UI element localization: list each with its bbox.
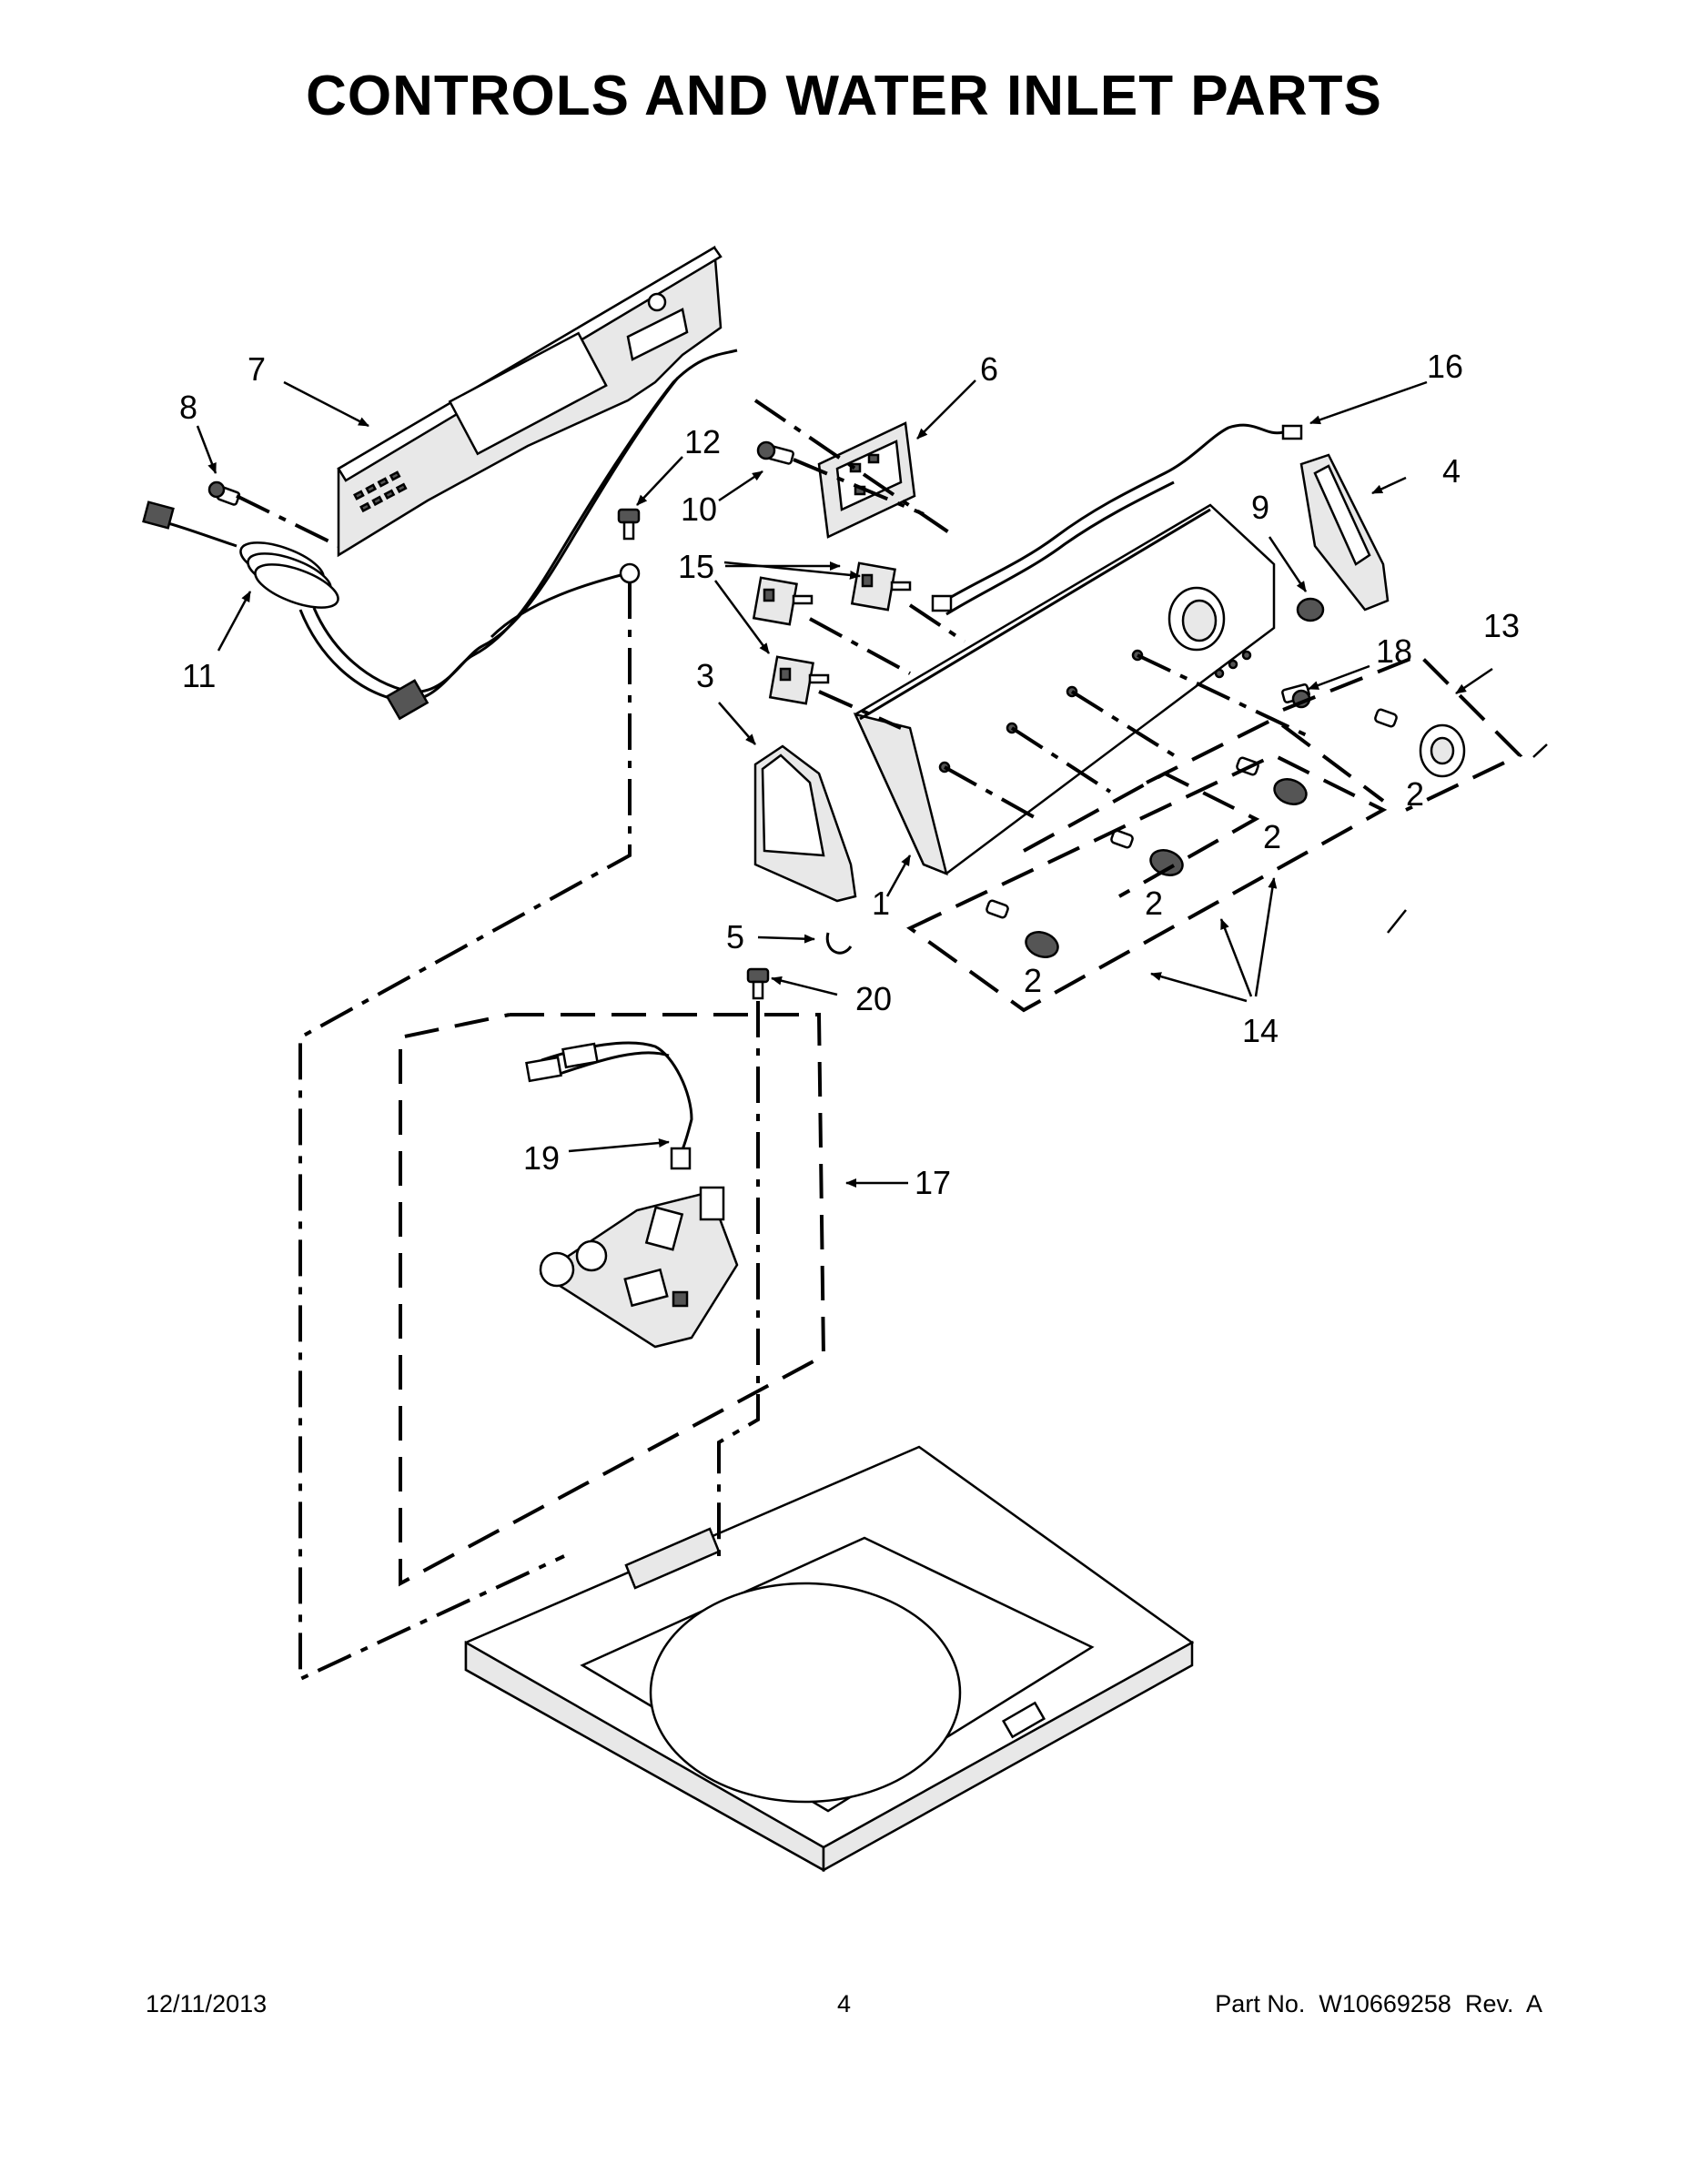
centerline-paths xyxy=(236,399,1311,1683)
water-valve-harness-19 xyxy=(525,1041,693,1170)
rear-console-panel xyxy=(337,245,723,558)
knob-2b xyxy=(1110,829,1184,876)
leader-lines xyxy=(196,379,1548,1188)
control-board xyxy=(817,421,916,539)
switch-15b xyxy=(752,576,814,626)
wire-harness xyxy=(931,423,1303,616)
callout-1: 1 xyxy=(872,885,890,922)
footer-date: 12/11/2013 xyxy=(146,1990,268,2017)
page-title: CONTROLS AND WATER INLET PARTS xyxy=(306,65,1382,127)
callout-7: 7 xyxy=(248,350,266,388)
callout-14: 14 xyxy=(1242,1012,1279,1049)
clip-5 xyxy=(825,932,853,955)
callout-18: 18 xyxy=(1376,632,1412,670)
knob-2c xyxy=(1236,756,1308,805)
callout-15a: 15 xyxy=(678,548,714,585)
callout-3: 3 xyxy=(696,657,714,694)
switch-15c xyxy=(768,655,830,705)
footer-page-number: 4 xyxy=(836,1990,852,2017)
callout-2a: 2 xyxy=(1024,962,1042,999)
callout-8: 8 xyxy=(179,389,197,426)
left-end-cap xyxy=(753,744,857,903)
console-assembly-outline-14 xyxy=(906,652,1523,1013)
screw-12 xyxy=(617,508,641,541)
callout-10: 10 xyxy=(681,490,717,528)
callout-12: 12 xyxy=(684,423,721,460)
button-9 xyxy=(1296,597,1325,622)
screw-10 xyxy=(756,440,794,465)
callout-17: 17 xyxy=(915,1164,951,1201)
screw-20 xyxy=(746,967,770,1000)
callout-6: 6 xyxy=(980,350,998,388)
callout-20: 20 xyxy=(855,980,892,1017)
right-end-cap xyxy=(1299,453,1390,612)
callout-5: 5 xyxy=(726,918,744,956)
washer-top xyxy=(464,1445,1195,1873)
knob-2a xyxy=(986,899,1059,958)
screw-8 xyxy=(207,480,241,506)
knob-2d xyxy=(1374,708,1466,778)
callout-4: 4 xyxy=(1442,452,1461,490)
callout-2d: 2 xyxy=(1406,775,1424,813)
callout-19: 19 xyxy=(523,1139,560,1177)
assembly-outline-17 xyxy=(399,1013,826,1587)
footer-part-number: Part No. W10669258 Rev. A xyxy=(1215,1990,1542,2017)
water-valve-17 xyxy=(539,1186,739,1349)
callout-2c: 2 xyxy=(1263,818,1281,855)
callout-9: 9 xyxy=(1251,489,1269,526)
callout-11: 11 xyxy=(182,657,216,694)
callout-16: 16 xyxy=(1427,348,1463,385)
callout-13: 13 xyxy=(1483,607,1520,644)
switch-15a xyxy=(850,561,912,612)
power-cord xyxy=(142,349,738,721)
callout-2b: 2 xyxy=(1145,885,1163,922)
